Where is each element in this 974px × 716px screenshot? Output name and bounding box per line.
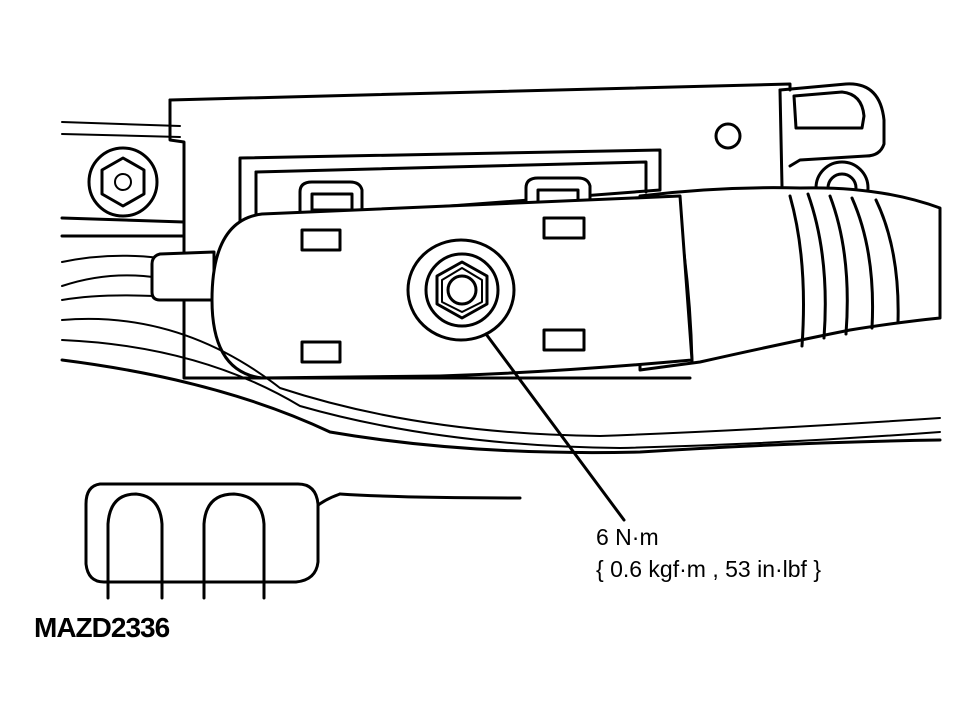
leader-line — [484, 332, 626, 522]
lower-pad — [84, 482, 320, 600]
module-cover — [210, 194, 694, 380]
mounting-bracket — [168, 82, 886, 380]
cable-harness — [638, 186, 942, 372]
torque-value-nm: 6 N·m — [596, 524, 659, 550]
connector-stub — [150, 250, 216, 302]
diagram-id-label: MAZD2336 — [34, 612, 170, 643]
torque-value-alternate-units: { 0.6 kgf·m , 53 in·lbf } — [596, 556, 822, 582]
cover-slot — [542, 216, 586, 240]
left-hex-bolt — [87, 146, 159, 218]
cover-slot — [542, 328, 586, 352]
bracket-recess — [238, 148, 662, 224]
cover-slot — [300, 340, 342, 364]
center-hex-bolt — [406, 238, 516, 342]
left-rail-lines — [60, 121, 186, 301]
cover-slot — [300, 228, 342, 252]
